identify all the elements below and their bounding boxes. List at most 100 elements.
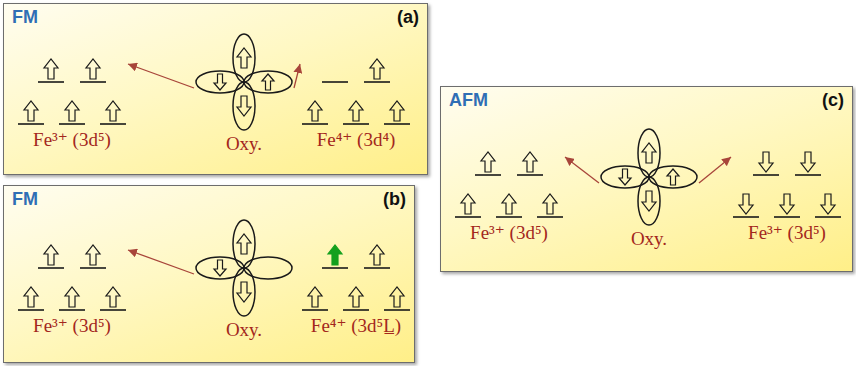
spin-arrow [349, 287, 363, 307]
ion-label: Fe³⁺ (3d⁵) [16, 315, 128, 338]
spin-arrow [214, 74, 226, 90]
energy-level [364, 267, 390, 269]
energy-level-diagram [300, 234, 412, 314]
energy-level [322, 81, 348, 83]
hybridization-arrow [128, 250, 194, 274]
energy-level [59, 123, 85, 125]
energy-level [496, 216, 522, 218]
orbital-lobe [233, 82, 255, 130]
spin-arrow [237, 234, 251, 254]
energy-level [795, 174, 821, 176]
order-type-label: AFM [449, 90, 488, 112]
spin-arrow [214, 260, 226, 276]
iron-level-group: Fe⁴⁺ (3d⁴) [300, 48, 412, 152]
spin-arrow [523, 152, 537, 172]
spin-arrow [780, 194, 794, 214]
spin-arrow [308, 287, 322, 307]
spin-arrow [106, 287, 120, 307]
ion-label: Fe³⁺ (3d⁵) [453, 222, 565, 245]
energy-level [302, 309, 328, 311]
oxygen-orbital: Oxy. [194, 218, 294, 342]
orbital-lobe [233, 268, 255, 316]
p-orbital-drawing [194, 32, 294, 132]
spin-arrow [237, 282, 251, 302]
spin-arrow [739, 194, 753, 214]
spin-arrow [237, 48, 251, 68]
panel-header: FM (b) [4, 186, 414, 211]
spin-arrow [667, 169, 679, 185]
oxygen-label: Oxy. [194, 319, 294, 342]
iron-level-group: Fe⁴⁺ (3d⁵L̲) [300, 234, 412, 338]
energy-level-diagram [453, 141, 565, 221]
oxygen-label: Oxy. [194, 133, 294, 156]
panel-letter: (a) [397, 7, 419, 29]
spin-panel: FM(a) Fe³⁺ (3d⁵) Oxy. Fe⁴⁺ (3d⁴) [3, 3, 428, 175]
spin-arrow [642, 143, 656, 163]
energy-level [753, 174, 779, 176]
spin-arrow [24, 287, 38, 307]
spin-panel: FM (b) Fe³⁺ (3d⁵) Oxy. Fe⁴⁺ (3d⁵L̲) [3, 185, 415, 363]
energy-level [733, 216, 759, 218]
energy-level [80, 267, 106, 269]
spin-arrow [44, 59, 58, 79]
panel-header: AFM(c) [441, 87, 852, 112]
ion-label: Fe⁴⁺ (3d⁴) [300, 129, 412, 152]
hybridization-arrow [128, 64, 194, 88]
order-type-label: FM [12, 189, 38, 211]
orbital-lobe [244, 257, 292, 279]
spin-arrow [262, 74, 274, 90]
spin-arrow [390, 101, 404, 121]
orbital-lobe [638, 177, 660, 225]
spin-arrow [543, 194, 557, 214]
energy-level [302, 123, 328, 125]
energy-level-diagram [16, 48, 128, 128]
spin-panel: AFM(c) Fe³⁺ (3d⁵) Oxy. Fe³⁺ (3d⁵) [440, 86, 853, 272]
spin-arrow [44, 245, 58, 265]
orbital-lobe [244, 71, 292, 93]
energy-level [38, 81, 64, 83]
energy-level [455, 216, 481, 218]
spin-arrow [65, 101, 79, 121]
spin-arrow [86, 59, 100, 79]
energy-level [38, 267, 64, 269]
spin-arrow [759, 152, 773, 172]
spin-arrow [481, 152, 495, 172]
orbital-lobe [638, 129, 660, 177]
spin-arrow [24, 101, 38, 121]
panel-header: FM(a) [4, 4, 427, 29]
oxygen-label: Oxy. [599, 228, 699, 251]
energy-level [815, 216, 841, 218]
hybridization-arrow [565, 157, 599, 183]
spin-arrow [801, 152, 815, 172]
oxygen-orbital: Oxy. [194, 32, 294, 156]
spin-arrow [390, 287, 404, 307]
energy-level [322, 267, 348, 269]
orbital-lobe [649, 166, 697, 188]
spin-arrow [86, 245, 100, 265]
spin-arrow [106, 101, 120, 121]
added-spin-arrow [328, 245, 342, 265]
orbital-lobe [233, 34, 255, 82]
spin-arrow [821, 194, 835, 214]
spin-arrow [370, 245, 384, 265]
energy-level [364, 81, 390, 83]
orbital-lobe [601, 166, 649, 188]
energy-level [100, 123, 126, 125]
energy-level-diagram [16, 234, 128, 314]
ion-label: Fe³⁺ (3d⁵) [16, 129, 128, 152]
energy-level [59, 309, 85, 311]
energy-level [384, 309, 410, 311]
energy-level [18, 123, 44, 125]
spin-arrow [502, 194, 516, 214]
energy-level [774, 216, 800, 218]
ion-label: Fe⁴⁺ (3d⁵L̲) [300, 315, 412, 338]
spin-arrow [65, 287, 79, 307]
p-orbital-drawing [194, 218, 294, 318]
energy-level [100, 309, 126, 311]
spin-arrow [461, 194, 475, 214]
spin-arrow [349, 101, 363, 121]
panel-letter: (b) [383, 189, 406, 211]
iron-level-group: Fe³⁺ (3d⁵) [731, 141, 843, 245]
